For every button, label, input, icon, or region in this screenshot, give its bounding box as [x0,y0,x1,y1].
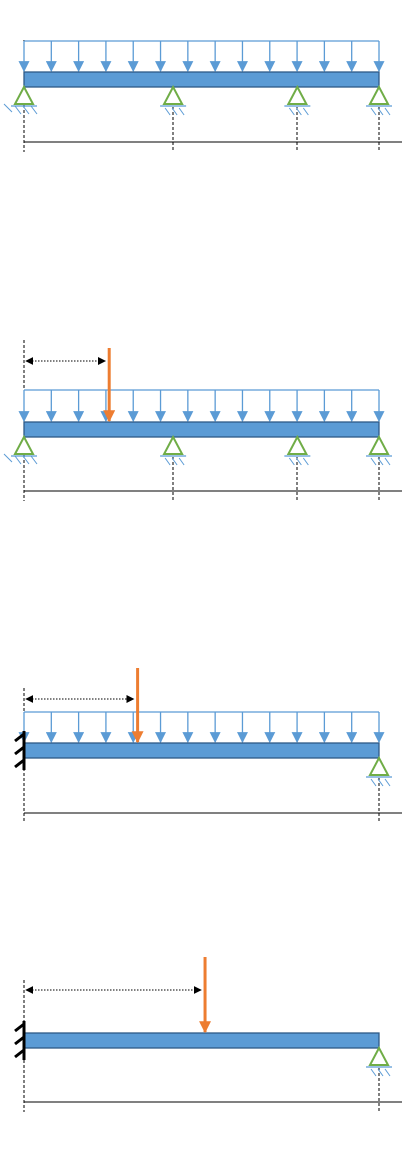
roller-support-icon [366,758,392,786]
ground-hatch-mark [15,456,21,464]
pin-support-icon [4,87,37,114]
roller-support-icon [366,87,392,115]
ground-hatch-mark [289,108,294,115]
ground-hatch-mark [15,106,21,114]
ground-hatch-mark [371,458,376,465]
beam [24,1033,379,1048]
roller-support-triangle [164,437,182,454]
ground-hatch-mark [165,108,170,115]
distributed-load [24,390,379,421]
roller-support-triangle [288,437,306,454]
roller-support-triangle [370,1048,388,1065]
ground-hatch-mark [165,458,170,465]
roller-support-icon [284,87,310,115]
roller-support-icon [160,437,186,465]
distributed-load [24,712,379,742]
ground-hatch-mark [289,458,294,465]
beam [24,72,379,87]
roller-support-triangle [164,87,182,104]
beam [24,743,379,758]
ground-hatch-mark [31,106,37,114]
ground-hatch-mark [303,458,308,465]
continuous-beam-udl-point-load [4,340,402,501]
ground-hatch-mark [179,108,184,115]
roller-support-icon [160,87,186,115]
fixed-support-icon [15,1021,24,1060]
ground-hatch-mark [371,1069,376,1076]
ground-hatch-mark [4,104,12,112]
ground-hatch-mark [385,1069,390,1076]
ground-hatch-mark [179,458,184,465]
ground-hatch-mark [4,454,12,462]
pin-support-triangle [15,87,33,104]
beam [24,422,379,437]
distributed-load [24,41,379,71]
ground-hatch-mark [385,108,390,115]
roller-support-icon [284,437,310,465]
ground-hatch-mark [371,779,376,786]
ground-hatch-mark [385,779,390,786]
pin-support-icon [4,437,37,464]
propped-cantilever-udl-point-load [15,668,402,823]
roller-support-triangle [370,437,388,454]
ground-hatch-mark [385,458,390,465]
roller-support-triangle [370,87,388,104]
ground-hatch-mark [371,108,376,115]
roller-support-icon [366,1048,392,1076]
roller-support-triangle [370,758,388,775]
ground-hatch-mark [31,456,37,464]
pin-support-triangle [15,437,33,454]
ground-hatch-mark [303,108,308,115]
propped-cantilever-point-load [15,957,402,1112]
roller-support-triangle [288,87,306,104]
continuous-beam-udl [4,40,402,152]
roller-support-icon [366,437,392,465]
fixed-support-icon [15,731,24,770]
